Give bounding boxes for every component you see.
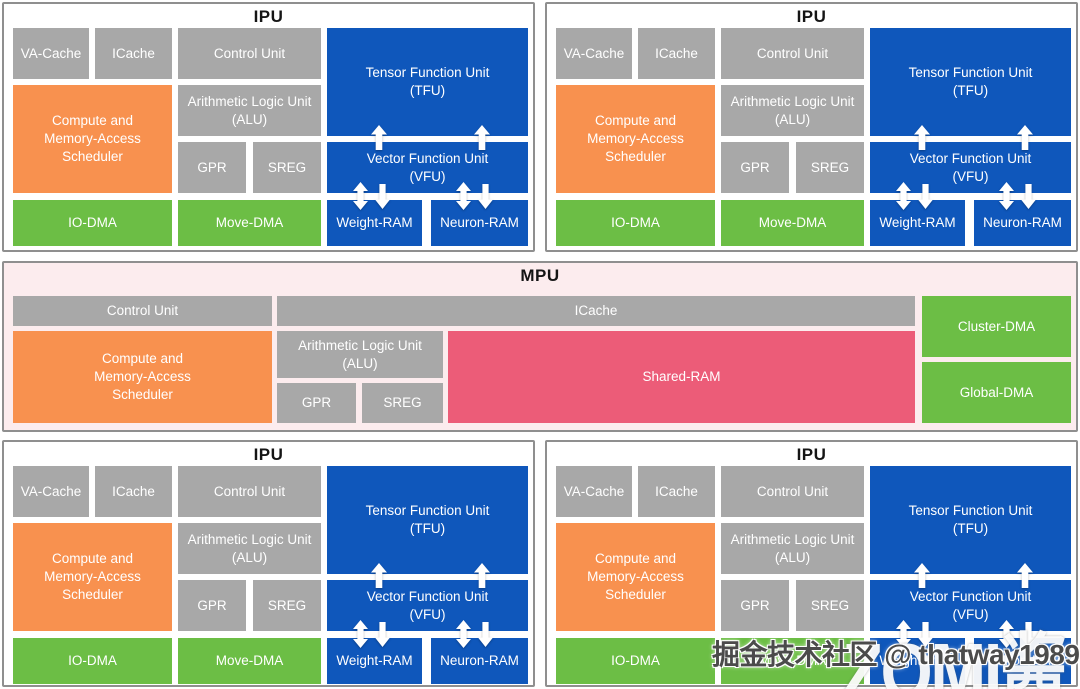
move-dma-block: Move-DMA: [721, 200, 864, 246]
io-dma-block: IO-DMA: [13, 638, 172, 684]
up-arrow-icon: [1017, 125, 1033, 150]
icache-block: ICache: [95, 466, 172, 517]
sreg-block: SREG: [253, 142, 321, 193]
ipu-title: IPU: [253, 445, 284, 464]
ipu-panel-top-left: IPU VA-Cache ICache Control Unit Tensor …: [2, 2, 535, 252]
alu-block: Arithmetic Logic Unit (ALU): [721, 85, 864, 136]
mpu-panel: MPU Control Unit ICache Cluster-DMA Glob…: [2, 261, 1078, 432]
scheduler-block: Compute and Memory-Access Scheduler: [13, 85, 172, 193]
move-dma-block: Move-DMA: [178, 200, 321, 246]
weight-ram-block: Weight-RAM: [327, 638, 422, 684]
up-arrow-icon: [914, 125, 930, 150]
alu-block: Arithmetic Logic Unit (ALU): [178, 85, 321, 136]
up-arrow-icon: [371, 125, 387, 150]
down-arrow-icon: [1021, 184, 1036, 209]
double-arrow-icon: [896, 182, 911, 210]
io-dma-block: IO-DMA: [13, 200, 172, 246]
mpu-sreg-block: SREG: [362, 383, 443, 423]
alu-block: Arithmetic Logic Unit (ALU): [721, 523, 864, 574]
sreg-block: SREG: [796, 580, 864, 631]
neuron-ram-block: Neuron-RAM: [431, 638, 528, 684]
zomi-logo-watermark: ZOMI酱: [842, 627, 1067, 689]
control-unit-block: Control Unit: [178, 28, 321, 79]
weight-ram-block: Weight-RAM: [327, 200, 422, 246]
gpr-block: GPR: [721, 580, 789, 631]
ipu-panel-top-right: IPU VA-Cache ICache Control Unit Tensor …: [545, 2, 1078, 252]
io-dma-block: IO-DMA: [556, 638, 715, 684]
alu-block: Arithmetic Logic Unit (ALU): [178, 523, 321, 574]
mpu-icache-block: ICache: [277, 296, 915, 326]
move-dma-block: Move-DMA: [721, 638, 864, 684]
neuron-ram-block: Neuron-RAM: [974, 200, 1071, 246]
va-cache-block: VA-Cache: [13, 28, 89, 79]
juejin-community-watermark: 掘金技术社区 @ thatway1989: [712, 639, 1080, 670]
icache-block: ICache: [95, 28, 172, 79]
scheduler-block: Compute and Memory-Access Scheduler: [556, 85, 715, 193]
tfu-block: Tensor Function Unit (TFU): [327, 28, 528, 136]
double-arrow-icon: [999, 182, 1014, 210]
up-arrow-icon: [1017, 563, 1033, 588]
double-arrow-icon: [353, 182, 368, 210]
double-arrow-icon: [999, 620, 1014, 648]
gpr-block: GPR: [178, 142, 246, 193]
va-cache-block: VA-Cache: [556, 28, 632, 79]
vfu-block: Vector Function Unit (VFU): [870, 580, 1071, 631]
up-arrow-icon: [474, 125, 490, 150]
mpu-title: MPU: [520, 266, 560, 285]
mpu-gpr-block: GPR: [277, 383, 356, 423]
cluster-dma-block: Cluster-DMA: [922, 296, 1071, 357]
down-arrow-icon: [375, 622, 390, 647]
neuron-ram-block: Neuron-RAM: [974, 638, 1071, 684]
mpu-control-unit-block: Control Unit: [13, 296, 272, 326]
mpu-scheduler-block: Compute and Memory-Access Scheduler: [13, 331, 272, 423]
icache-block: ICache: [638, 466, 715, 517]
mpu-alu-block: Arithmetic Logic Unit (ALU): [277, 331, 443, 378]
weight-ram-block: Weight-RAM: [870, 638, 965, 684]
ipu-title: IPU: [796, 445, 827, 464]
va-cache-block: VA-Cache: [556, 466, 632, 517]
tfu-block: Tensor Function Unit (TFU): [870, 28, 1071, 136]
ipu-title: IPU: [796, 7, 827, 26]
gpr-block: GPR: [721, 142, 789, 193]
up-arrow-icon: [914, 563, 930, 588]
sreg-block: SREG: [253, 580, 321, 631]
ipu-panel-bottom-right: IPU VA-Cache ICache Control Unit Tensor …: [545, 440, 1078, 687]
scheduler-block: Compute and Memory-Access Scheduler: [556, 523, 715, 631]
control-unit-block: Control Unit: [721, 466, 864, 517]
global-dma-block: Global-DMA: [922, 362, 1071, 423]
double-arrow-icon: [353, 620, 368, 648]
scheduler-block: Compute and Memory-Access Scheduler: [13, 523, 172, 631]
down-arrow-icon: [478, 184, 493, 209]
tfu-block: Tensor Function Unit (TFU): [870, 466, 1071, 574]
weight-ram-block: Weight-RAM: [870, 200, 965, 246]
shared-ram-block: Shared-RAM: [448, 331, 915, 423]
up-arrow-icon: [371, 563, 387, 588]
ipu-panel-bottom-left: IPU VA-Cache ICache Control Unit Tensor …: [2, 440, 535, 687]
tfu-block: Tensor Function Unit (TFU): [327, 466, 528, 574]
move-dma-block: Move-DMA: [178, 638, 321, 684]
double-arrow-icon: [456, 182, 471, 210]
vfu-block: Vector Function Unit (VFU): [870, 142, 1071, 193]
up-arrow-icon: [474, 563, 490, 588]
neuron-ram-block: Neuron-RAM: [431, 200, 528, 246]
gpr-block: GPR: [178, 580, 246, 631]
down-arrow-icon: [918, 184, 933, 209]
down-arrow-icon: [1021, 622, 1036, 647]
down-arrow-icon: [375, 184, 390, 209]
down-arrow-icon: [918, 622, 933, 647]
double-arrow-icon: [896, 620, 911, 648]
double-arrow-icon: [456, 620, 471, 648]
icache-block: ICache: [638, 28, 715, 79]
ipu-title: IPU: [253, 7, 284, 26]
sreg-block: SREG: [796, 142, 864, 193]
control-unit-block: Control Unit: [721, 28, 864, 79]
io-dma-block: IO-DMA: [556, 200, 715, 246]
down-arrow-icon: [478, 622, 493, 647]
va-cache-block: VA-Cache: [13, 466, 89, 517]
control-unit-block: Control Unit: [178, 466, 321, 517]
